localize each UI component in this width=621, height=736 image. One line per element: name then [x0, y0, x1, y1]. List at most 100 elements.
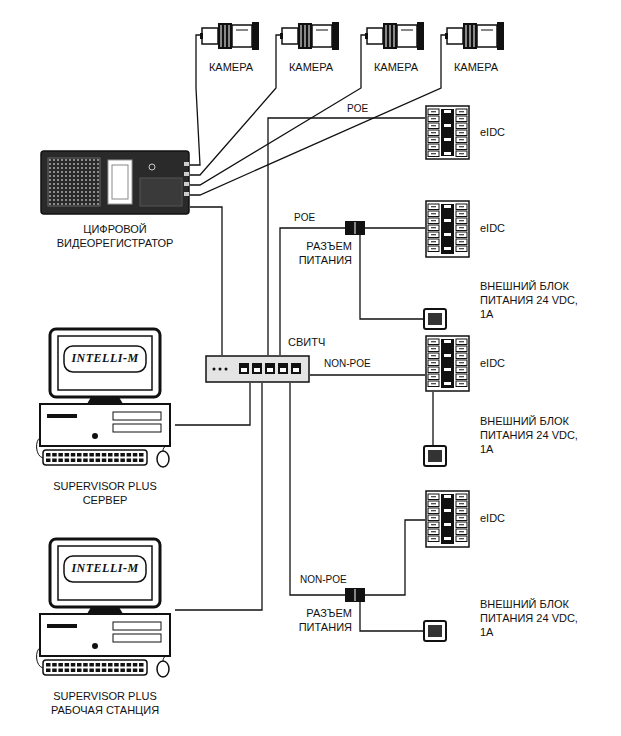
keyboard-key	[139, 453, 144, 457]
node-shape	[40, 150, 190, 215]
cable-line	[290, 383, 345, 595]
terminal-screw	[431, 125, 436, 126]
center-mark	[444, 247, 451, 250]
cable-label: POE	[292, 212, 317, 224]
pc-drive	[113, 424, 161, 432]
camera-rib	[386, 25, 387, 47]
keyboard-key	[120, 453, 125, 457]
pc-drive	[113, 412, 161, 420]
camera-plug	[445, 33, 448, 39]
terminal-screw	[459, 348, 464, 349]
eidc-controller: eIDC	[425, 105, 535, 160]
monitor-stand	[87, 397, 123, 404]
camera-rib	[470, 25, 471, 47]
camera: КАМЕРА	[365, 15, 427, 80]
keyboard-key	[65, 663, 70, 667]
terminal	[456, 130, 467, 136]
keyboard-key	[120, 459, 125, 463]
camera: КАМЕРА	[200, 15, 262, 80]
keyboard-key	[127, 453, 132, 457]
keyboard-key	[77, 453, 82, 457]
switch-port	[265, 363, 275, 374]
psu-face	[428, 450, 442, 462]
cable-line	[190, 35, 445, 195]
keyboard-key	[133, 459, 138, 463]
terminal-screw	[459, 153, 464, 154]
camera-ring	[252, 22, 259, 50]
terminal-screw	[431, 503, 436, 504]
network-switch: СВИТЧ	[205, 336, 335, 383]
center-mark	[444, 382, 451, 385]
center-mark	[444, 233, 451, 236]
mouse-cable	[163, 656, 167, 661]
camera-lens	[232, 25, 252, 47]
connector-seam	[355, 589, 356, 601]
eidc-controller: eIDC	[425, 335, 535, 392]
terminal-screw	[459, 241, 464, 242]
camera-lens-line	[481, 30, 493, 31]
keyboard-key	[114, 669, 119, 673]
keyboard-key	[83, 453, 88, 457]
node-label: СВИТЧ	[288, 336, 335, 350]
node-shape	[345, 588, 365, 602]
node-label: eIDC	[480, 357, 530, 371]
camera-rib	[390, 25, 391, 47]
keyboard-key	[71, 663, 76, 667]
cable-line	[365, 227, 425, 228]
camera-body	[463, 23, 477, 49]
switch-led	[225, 368, 228, 371]
monitor-screen	[58, 336, 152, 390]
center-mark	[444, 110, 451, 113]
node-shape	[205, 355, 310, 383]
cable-label: NON-POE	[298, 574, 349, 586]
keyboard-key	[127, 663, 132, 667]
terminal-screw	[431, 348, 436, 349]
node-shape	[200, 15, 260, 55]
mouse-cable	[163, 446, 167, 451]
terminal	[456, 374, 467, 380]
keyboard-key	[89, 669, 94, 673]
terminal	[428, 211, 439, 217]
mouse	[157, 451, 169, 467]
terminal	[456, 494, 467, 500]
dvr-port	[184, 182, 189, 186]
camera-rib	[466, 25, 467, 47]
terminal	[456, 367, 467, 373]
node-shape	[425, 105, 470, 160]
center-mark	[444, 124, 451, 127]
terminal-screw	[431, 139, 436, 140]
center-mark	[444, 523, 451, 526]
power-connector: РАЗЪЕМ ПИТАНИЯ	[290, 588, 365, 638]
keyboard-key	[102, 459, 107, 463]
psu-case	[424, 309, 446, 329]
terminal	[428, 339, 439, 345]
dvr-case	[41, 151, 189, 214]
terminal-screw	[431, 496, 436, 497]
cable-label: POE	[345, 103, 370, 115]
terminal-screw	[459, 118, 464, 119]
terminal-screw	[431, 383, 436, 384]
keyboard-key	[108, 663, 113, 667]
keyboard-key	[58, 663, 63, 667]
camera-back	[367, 28, 383, 44]
terminal-screw	[459, 220, 464, 221]
camera-ring	[497, 22, 504, 50]
node-shape	[425, 335, 470, 392]
eidc-center	[441, 109, 454, 156]
terminal	[456, 239, 467, 245]
terminal	[428, 367, 439, 373]
terminal-screw	[431, 355, 436, 356]
center-mark	[444, 340, 451, 343]
camera: КАМЕРА	[445, 15, 507, 80]
center-mark	[444, 509, 451, 512]
terminal-screw	[431, 132, 436, 133]
keyboard-cable	[37, 648, 43, 668]
terminal	[456, 346, 467, 352]
camera-lens-line	[236, 30, 248, 31]
keyboard-key	[102, 453, 107, 457]
camera-lens-line	[401, 30, 413, 31]
terminal-screw	[431, 248, 436, 249]
pc-drive	[113, 622, 161, 630]
terminal-screw	[431, 531, 436, 532]
keyboard-key	[58, 459, 63, 463]
